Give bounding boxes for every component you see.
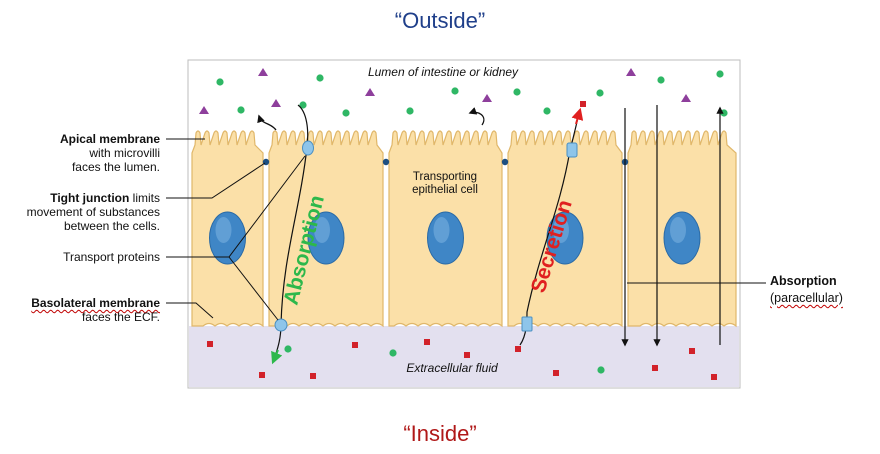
particle-green [342, 109, 350, 117]
absorption-arrowhead [271, 349, 283, 365]
tight-bold: Tight junction [50, 191, 130, 205]
particle-green [451, 87, 459, 95]
particle-green [597, 366, 605, 374]
leader-basolateral [166, 302, 214, 319]
leader-tight-junction [166, 162, 266, 199]
tight-line3: between the cells. [63, 219, 160, 233]
tight-junction [501, 158, 509, 166]
transport-proteins-label: Transport proteins [0, 250, 160, 264]
particle-purple [271, 99, 281, 107]
particle-green [284, 345, 292, 353]
wiggle-arrow [257, 114, 277, 131]
para-bold: Absorption [770, 274, 837, 288]
ecf-label: Extracellular fluid [406, 361, 498, 375]
particle-red [652, 365, 658, 371]
ecf-particles [207, 339, 717, 380]
transporter-apical-absorb [302, 140, 314, 156]
particle-red [310, 373, 316, 379]
tight-junction-label: Tight junction limits movement of substa… [0, 191, 160, 233]
particle-green [216, 78, 224, 86]
particle-purple [626, 68, 636, 76]
apical-bold: Apical membrane [59, 132, 160, 146]
nucleus-highlight [670, 217, 686, 243]
particle-purple [258, 68, 268, 76]
basolateral-bold: Basolateral membrane [31, 296, 160, 310]
particle-red [424, 339, 430, 345]
transport-proteins [274, 140, 578, 332]
inside-heading: “Inside” [403, 421, 477, 446]
particle-green [657, 76, 665, 84]
particle-green [720, 109, 728, 117]
tight-junctions [262, 158, 629, 166]
leader-lines [166, 138, 766, 321]
diffusion-arrows [257, 107, 485, 131]
secretion-arrowhead [571, 107, 584, 125]
wiggle-arrow [468, 107, 485, 126]
particle-green [389, 349, 397, 357]
basolateral-line2: faces the ECF. [81, 310, 160, 324]
particle-red [352, 342, 358, 348]
particle-red [689, 348, 695, 354]
particle-red [553, 370, 559, 376]
particle-green [513, 88, 521, 96]
particle-purple [199, 106, 209, 114]
tight-line2: movement of substances [26, 205, 160, 219]
apical-line3: faces the lumen. [71, 160, 160, 174]
nucleus-highlight [314, 217, 330, 243]
transport-text: Transport proteins [63, 250, 160, 264]
apical-line2: with microvilli [89, 146, 160, 160]
nucleus-highlight [553, 217, 569, 243]
nucleus-highlight [215, 217, 232, 243]
particle-green [543, 107, 551, 115]
cell-label-line1: Transporting [413, 171, 477, 183]
apical-membrane-label: Apical membrane with microvilli faces th… [0, 132, 160, 174]
particle-green [596, 89, 604, 97]
particle-green [316, 74, 324, 82]
epithelial-cells [191, 130, 737, 328]
lumen-label: Lumen of intestine or kidney [368, 65, 519, 79]
particle-purple [365, 88, 375, 96]
particle-red [515, 346, 521, 352]
particle-red [464, 352, 470, 358]
transporter-basolateral-absorb [274, 318, 288, 332]
basolateral-membrane-label: Basolateral membrane faces the ECF. [0, 296, 160, 324]
outside-heading: “Outside” [394, 8, 486, 33]
particle-green [716, 70, 724, 78]
cell-label-line2: epithelial cell [412, 184, 478, 196]
nuclei [209, 211, 701, 265]
paracellular-arrows [621, 105, 724, 347]
particle-green [299, 101, 307, 109]
tight-junction [382, 158, 390, 166]
particle-green [406, 107, 414, 115]
lumen-particles [199, 68, 728, 117]
tight-rest: limits [129, 191, 160, 205]
particle-green [237, 106, 245, 114]
para-line2: (paracellular) [770, 291, 843, 305]
particle-purple [681, 94, 691, 102]
particle-red [580, 101, 586, 107]
transporter-apical-secrete [566, 142, 578, 158]
particle-purple [482, 94, 492, 102]
nucleus-highlight [433, 217, 450, 243]
paracellular-label: Absorption (paracellular) [770, 273, 874, 307]
transporter-basolateral-secrete [521, 316, 533, 332]
particle-red [207, 341, 213, 347]
particle-red [259, 372, 265, 378]
absorption-path [273, 104, 309, 361]
particle-red [711, 374, 717, 380]
leader-transport-bottom [228, 256, 279, 321]
